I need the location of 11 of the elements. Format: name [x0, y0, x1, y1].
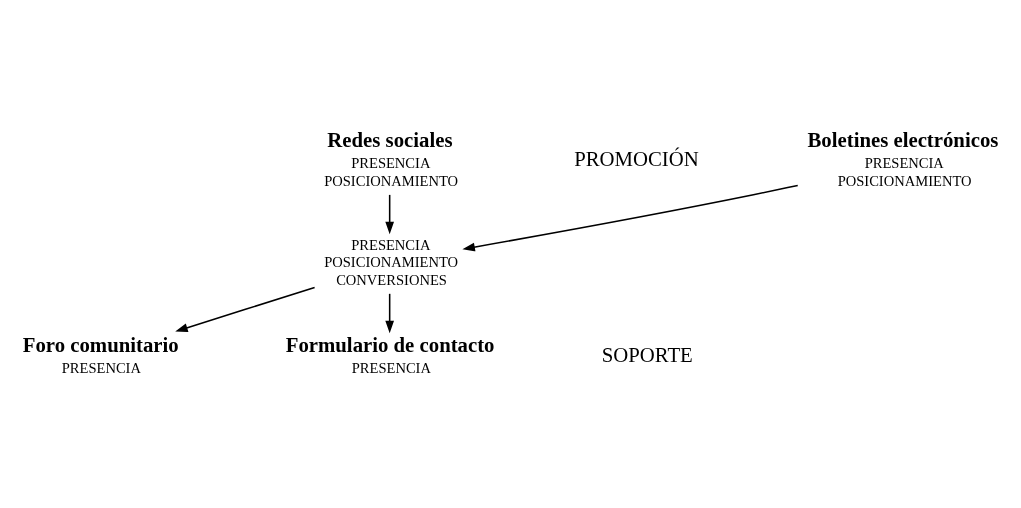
node-text: PRESENCIA POSICIONAMIENTO CONVERSIONES [324, 236, 459, 288]
arrow [175, 286, 316, 332]
arrow [462, 184, 799, 252]
label: PROMOCIÓN [574, 146, 699, 170]
node-text: Boletines electrónicos PRESENCIA POSICIONAMIENTO [807, 127, 999, 189]
node-text: Redes sociales PRESENCIA POSICIONAMIENTO [324, 127, 459, 189]
node-text: Foro comunitario PRESENCIA [22, 333, 179, 377]
arrow [385, 194, 395, 235]
arrow [385, 293, 395, 334]
node-text: Formulario de contacto PRESENCIA [285, 333, 495, 377]
label: SOPORTE [601, 342, 693, 366]
